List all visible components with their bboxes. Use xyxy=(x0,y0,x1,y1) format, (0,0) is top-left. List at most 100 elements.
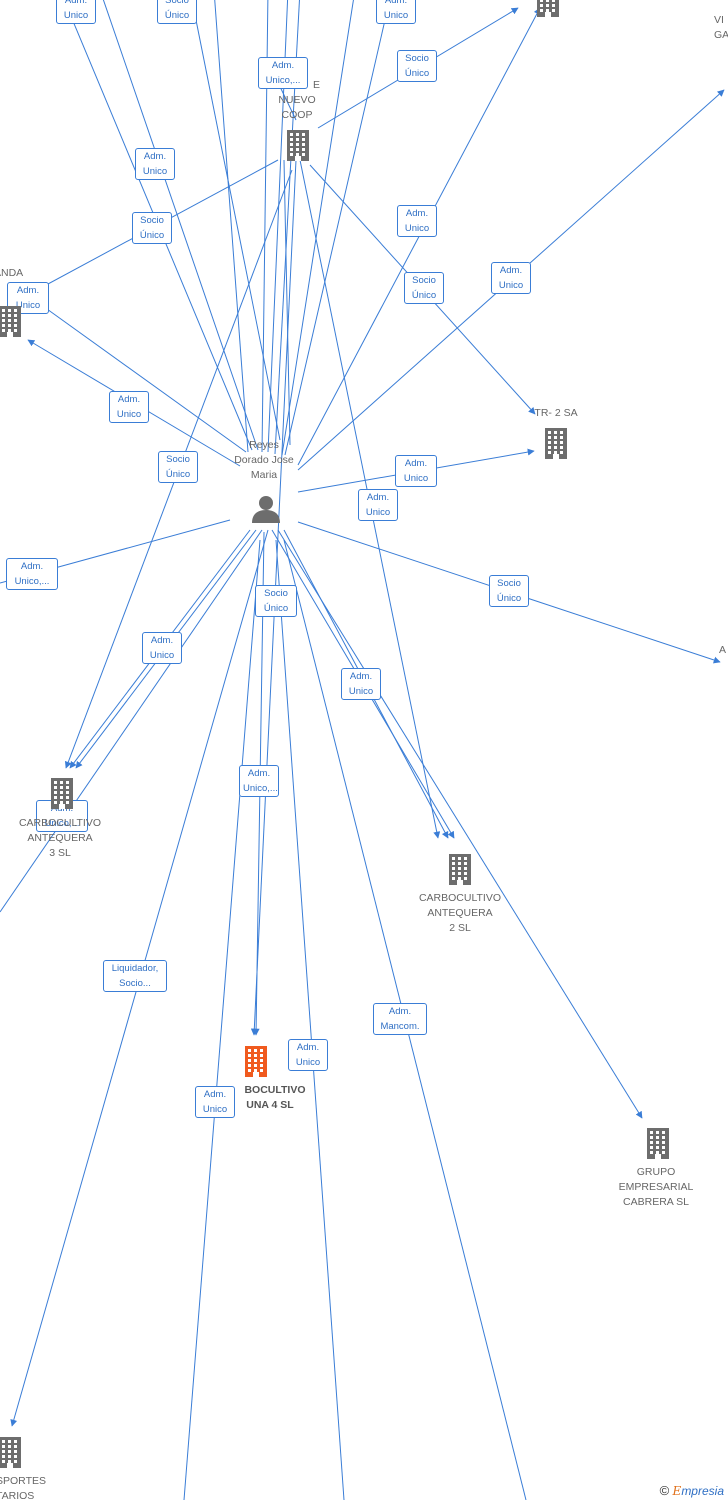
edge-label-line: Socio xyxy=(405,53,429,64)
edge-line xyxy=(214,0,249,453)
edge-label[interactable]: Adm.Unico xyxy=(358,489,398,521)
edge-label[interactable]: Adm.Unico xyxy=(195,1086,235,1118)
company-node-nuevo-coop[interactable]: E NUEVO COOP xyxy=(262,78,332,123)
building-icon xyxy=(449,854,471,885)
company-name-line: CARBOCULTIVO xyxy=(418,892,502,904)
edge-label-line: Unico xyxy=(348,686,374,697)
edge-label-line: Adm. xyxy=(247,768,271,779)
building-icon xyxy=(545,428,567,459)
edge-label[interactable]: Adm.Unico xyxy=(142,632,182,664)
company-node-tr2[interactable]: TR- 2 SA xyxy=(524,406,588,421)
edge-label-line: Unico xyxy=(142,166,168,177)
company-node-vi[interactable]: VI GA xyxy=(714,13,728,43)
company-name-line: ANTEQUERA xyxy=(427,907,493,919)
edge-label-line: Único xyxy=(164,10,190,21)
building-icon xyxy=(647,1128,669,1159)
edge-label-line: Unico xyxy=(403,473,429,484)
company-node-grupo-cabrera[interactable]: GRUPO EMPRESARIAL CABRERA SL xyxy=(606,1165,706,1210)
edge-label[interactable]: Adm.Unico,... xyxy=(258,57,308,89)
edge-label-line: Unico xyxy=(116,409,142,420)
company-name-line: UNA 4 SL xyxy=(246,1099,294,1111)
company-name-line: BOCULTIVO xyxy=(244,1084,306,1096)
edge-label-line: Adm. xyxy=(203,1089,227,1100)
edge-label[interactable]: Adm. Unico xyxy=(7,282,49,314)
company-name-line: CABRERA SL xyxy=(623,1196,689,1208)
copyright-symbol: © xyxy=(659,1483,670,1498)
edge-label-line: Socio xyxy=(140,215,164,226)
company-name-line: 2 SL xyxy=(449,922,471,934)
brand-initial: E xyxy=(672,1484,682,1498)
edge-line xyxy=(195,19,281,441)
empresia-logo: © Empresia xyxy=(660,1483,724,1498)
edge-label-line: Unico xyxy=(15,300,41,311)
building-icon xyxy=(0,1437,21,1468)
company-node-sportes[interactable]: SPORTES TARIOS xyxy=(0,1474,56,1504)
edge-label-line: Adm. xyxy=(20,561,44,572)
edge-label[interactable]: Liquidador,Socio... xyxy=(103,960,167,992)
edge-line xyxy=(39,303,247,453)
edge-label-line: Unico xyxy=(63,10,89,21)
edge-label[interactable]: Adm.Unico xyxy=(397,205,437,237)
edge-line xyxy=(283,159,291,446)
company-node-carbocultivo-2[interactable]: CARBOCULTIVO ANTEQUERA 2 SL xyxy=(410,891,510,936)
edge-label-line: Único xyxy=(496,593,522,604)
company-name-line: E xyxy=(312,79,320,91)
edge-label[interactable]: Adm.Mancom. xyxy=(373,1003,427,1035)
company-name-line: VI xyxy=(714,14,724,26)
edge-label-line: Unico,... xyxy=(243,783,278,794)
edge-label[interactable]: Adm.Unico xyxy=(395,455,437,487)
edge-label-line: Adm. xyxy=(117,394,141,405)
edge-label-line: Adm. xyxy=(384,0,408,6)
company-name-line: L xyxy=(0,281,34,296)
company-node-anda[interactable]: ANDA L xyxy=(0,266,34,296)
edge-label-line: Adm. xyxy=(16,285,40,296)
edge-label[interactable]: Adm.Unico xyxy=(288,1039,328,1071)
edge-label[interactable]: Adm. Unico,... xyxy=(239,765,279,797)
edge-line xyxy=(183,539,261,1500)
person-node-reyes[interactable]: Reyes Dorado Jose Maria xyxy=(214,438,314,483)
edge-line xyxy=(284,19,386,456)
company-node-a-right[interactable]: A xyxy=(719,643,728,658)
company-node-carbocultivo-4[interactable]: BOCULTIVO UNA 4 SL xyxy=(220,1083,320,1113)
edge-label[interactable]: Adm.Unico xyxy=(376,0,416,24)
company-name-line: SPORTES xyxy=(0,1475,46,1487)
edge-label-line: Socio... xyxy=(119,978,151,989)
person-name-line: Reyes xyxy=(249,439,279,451)
edge-label-line: Socio xyxy=(166,454,190,465)
company-name-line: ANDA xyxy=(0,267,24,279)
company-name-line: EMPRESARIAL xyxy=(618,1181,694,1193)
company-name-line: ANTEQUERA xyxy=(27,832,93,844)
edge-label[interactable]: Adm.Unico xyxy=(491,262,531,294)
edge-label-line: Unico xyxy=(295,1057,321,1068)
building-icon xyxy=(287,130,309,161)
edge-label-line: Adm. xyxy=(271,60,295,71)
edge-line xyxy=(275,539,345,1500)
edge-label[interactable]: Adm.Unico xyxy=(341,668,381,700)
company-node-carbocultivo-3[interactable]: CARBOCULTIVO ANTEQUERA 3 SL xyxy=(10,816,110,861)
company-name-line: NUEVO xyxy=(278,94,316,106)
company-name-line: COOP xyxy=(281,109,313,121)
edge-label[interactable]: Adm. Unico xyxy=(56,0,96,24)
edge-label-line: Único xyxy=(263,603,289,614)
building-icon xyxy=(537,0,559,17)
building-icon xyxy=(51,778,73,809)
person-icon xyxy=(252,496,280,523)
edge-line xyxy=(281,0,354,456)
edge-line xyxy=(102,0,259,451)
edge-label[interactable]: Adm.Unico,... xyxy=(6,558,58,590)
edge-label-line: Unico xyxy=(498,280,524,291)
edge-label[interactable]: Adm.Unico xyxy=(135,148,175,180)
edge-label-line: Adm. xyxy=(388,1006,412,1017)
edge-label-line: Adm. xyxy=(64,0,88,6)
company-name-line: CARBOCULTIVO xyxy=(18,817,102,829)
edge-label-line: Único xyxy=(139,230,165,241)
edge-label[interactable]: Adm. Unico xyxy=(109,391,149,423)
building-icon xyxy=(0,306,21,337)
